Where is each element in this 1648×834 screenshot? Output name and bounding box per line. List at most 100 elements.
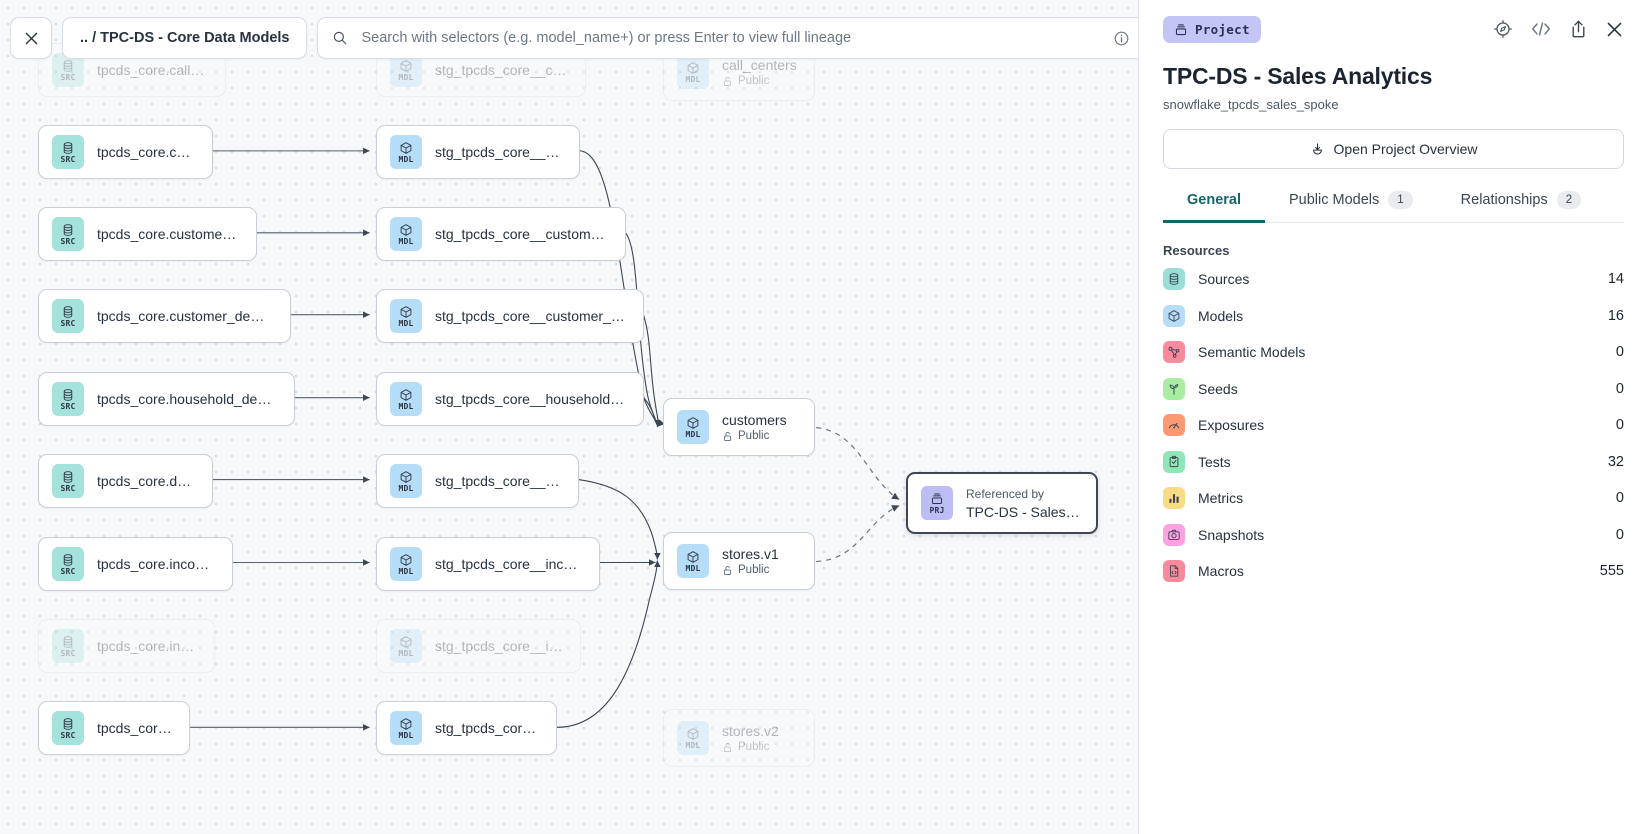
- node-type-tag: MDL: [398, 566, 414, 576]
- tab-label: General: [1187, 192, 1241, 208]
- share-button[interactable]: [1569, 19, 1588, 39]
- node-type-tag: MDL: [685, 74, 701, 84]
- node-label: tpcds_core.customer_demographics: [97, 308, 274, 324]
- lock-icon: [724, 431, 731, 441]
- mdl-badge: MDL: [677, 55, 709, 89]
- resource-name: Tests: [1198, 453, 1231, 470]
- lineage-node-mdl_customer_demo[interactable]: MDLstg_tpcds_core__customer_demogra…: [376, 289, 644, 343]
- node-label: stg_tpcds_core__customer_demogra…: [435, 308, 627, 324]
- lineage-node-mdl_household[interactable]: MDLstg_tpcds_core__household_demogr…: [376, 372, 644, 426]
- resource-row-semantic-models[interactable]: Semantic Models 0: [1163, 337, 1624, 368]
- node-texts: stg_tpcds_core__inventory: [435, 638, 564, 654]
- close-lineage-button[interactable]: [10, 17, 52, 59]
- node-kicker: Referenced by: [966, 486, 1045, 501]
- node-visibility: Public: [722, 741, 779, 753]
- lineage-node-src_customer_demo[interactable]: SRC tpcds_core.customer_demographics: [38, 289, 291, 343]
- lock-icon: [724, 76, 731, 86]
- breadcrumb[interactable]: .. / TPC-DS - Core Data Models: [62, 17, 308, 59]
- cube-icon: [400, 141, 412, 154]
- resource-count: 0: [1615, 344, 1624, 361]
- database-icon: [1163, 268, 1185, 291]
- node-label: stg_tpcds_core__customer_address: [435, 226, 609, 242]
- node-visibility: Public: [722, 564, 779, 576]
- tab-count-badge: 2: [1556, 191, 1582, 209]
- compass-icon: [1494, 20, 1512, 38]
- cube-icon: [687, 416, 699, 429]
- project-chip[interactable]: Project: [1163, 16, 1261, 43]
- src-badge: SRC: [52, 217, 84, 251]
- node-type-tag: MDL: [398, 730, 414, 740]
- search-icon: [334, 31, 347, 45]
- node-label: stg_tpcds_core__customer: [435, 144, 563, 160]
- node-texts: stg_tpcds_core__income_band: [435, 556, 583, 572]
- close-panel-button[interactable]: [1605, 20, 1624, 39]
- database-icon: [63, 59, 73, 72]
- lineage-node-mdl_inventory[interactable]: MDL stg_tpcds_core__inventory: [376, 619, 581, 673]
- breadcrumb-label: .. / TPC-DS - Core Data Models: [80, 30, 290, 46]
- camera-icon: [1168, 529, 1180, 540]
- src-badge: SRC: [52, 135, 84, 169]
- node-label: stg_tpcds_core__call_center: [435, 62, 569, 78]
- gauge-icon: [1163, 414, 1185, 437]
- node-type-tag: SRC: [60, 236, 76, 246]
- node-visibility-label: Public: [738, 75, 770, 87]
- node-label: stores.v2: [722, 723, 779, 739]
- search-input[interactable]: [359, 29, 1103, 47]
- graph-icon: [1168, 347, 1180, 358]
- sprout-icon: [1169, 383, 1179, 395]
- compass-button[interactable]: [1493, 19, 1513, 39]
- resource-count: 16: [1607, 307, 1624, 324]
- mdl-badge: MDL: [390, 629, 422, 663]
- database-icon: [63, 223, 73, 236]
- tab-general[interactable]: General: [1163, 191, 1265, 223]
- view-code-button[interactable]: [1530, 20, 1552, 38]
- database-icon: [1169, 273, 1179, 286]
- prj-badge: PRJ: [921, 486, 953, 520]
- clipboard-check-icon: [1169, 455, 1179, 467]
- bar-chart-icon: [1163, 487, 1185, 510]
- cube-icon: [400, 223, 412, 236]
- node-texts: stg_tpcds_core__store: [435, 720, 540, 736]
- database-icon: [63, 470, 73, 483]
- lineage-node-mdl_income_band[interactable]: MDL stg_tpcds_core__income_band: [376, 537, 600, 591]
- search-box[interactable]: [317, 17, 1138, 59]
- resource-name: Semantic Models: [1198, 344, 1306, 361]
- node-visibility-label: Public: [738, 741, 770, 753]
- lineage-node-mdl_store[interactable]: MDL stg_tpcds_core__store: [376, 701, 557, 755]
- node-texts: call_centers Public: [722, 57, 797, 87]
- resource-name: Snapshots: [1198, 526, 1265, 543]
- sprout-icon: [1163, 377, 1185, 400]
- info-circle-icon[interactable]: [1113, 30, 1130, 47]
- page-title: TPC-DS - Sales Analytics: [1163, 63, 1433, 89]
- node-label: stores.v1: [722, 546, 779, 562]
- node-type-tag: SRC: [60, 730, 76, 740]
- open-project-overview-button[interactable]: Open Project Overview: [1163, 129, 1624, 169]
- src-badge: SRC: [52, 299, 84, 333]
- node-type-tag: SRC: [60, 154, 76, 164]
